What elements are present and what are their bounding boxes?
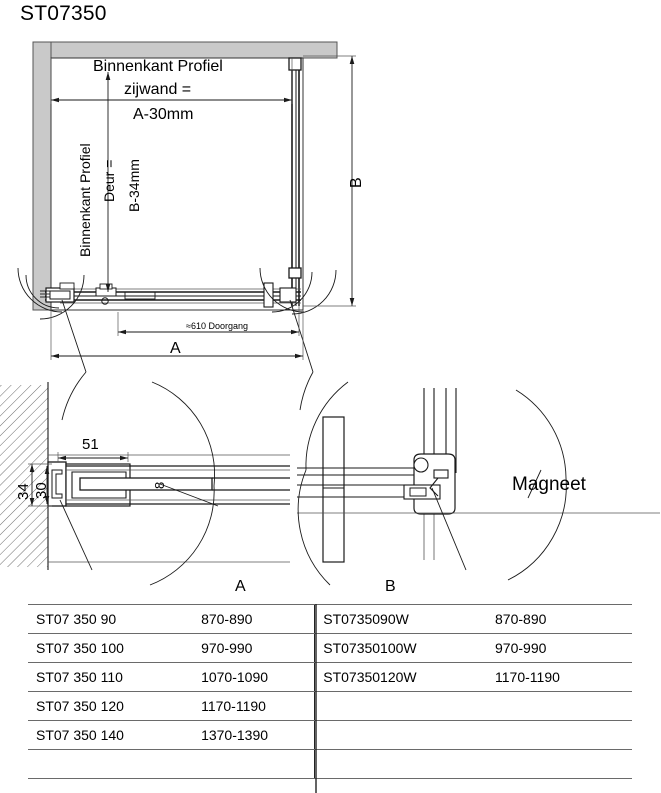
cell-code-w [314, 749, 488, 779]
dimension-51 [57, 452, 129, 462]
table-row: ST07 350 140 1370-1390 [28, 720, 632, 750]
cell-code: ST07 350 110 [28, 662, 194, 692]
spec-table: ST07 350 90 870-890 ST0735090W 870-890 S… [28, 604, 632, 779]
cell-code: ST07 350 120 [28, 691, 194, 721]
dimension-34-30 [28, 463, 52, 507]
dimension-doorgang [117, 303, 300, 336]
hatched-wall-a [0, 382, 49, 570]
table-row: ST07 350 110 1070-1090 ST07350120W 1170-… [28, 662, 632, 692]
label-binnenkant-profiel-zijwand-line1: Binnenkant Profiel [93, 58, 223, 75]
cell-range: 1170-1190 [193, 691, 315, 721]
dimension-a-minus-30 [50, 58, 293, 104]
door-catch-block [263, 282, 297, 308]
wall-hinge-profile [40, 282, 75, 303]
detail-circle-a [61, 371, 216, 586]
cell-code-w: ST07350120W [314, 662, 488, 692]
detail-circle-b [297, 371, 567, 586]
table-row [28, 749, 632, 779]
detail-label-b: B [385, 578, 396, 595]
label-magneet: Magneet [512, 474, 586, 495]
cell-range: 970-990 [193, 633, 315, 663]
enclosure-outline [50, 57, 304, 311]
cell-range: 1370-1390 [193, 720, 315, 750]
cell-range-w [487, 720, 632, 750]
label-dimension-a: A [170, 340, 181, 357]
label-doorgang: ≈610 Doorgang [186, 321, 248, 331]
table-row: ST07 350 100 970-990 ST07350100W 970-990 [28, 633, 632, 663]
dimension-b [303, 55, 356, 307]
label-dim-51: 51 [82, 436, 99, 453]
label-a-minus-30mm: A-30mm [133, 106, 194, 123]
cell-range-w: 870-890 [487, 604, 632, 634]
cell-range: 1070-1090 [193, 662, 315, 692]
detail-b-horizontal-lines [297, 467, 660, 514]
glass-profile-a [48, 454, 290, 563]
cell-range-w [487, 749, 632, 779]
cell-code: ST07 350 90 [28, 604, 194, 634]
table-row: ST07 350 90 870-890 ST0735090W 870-890 [28, 604, 632, 634]
cell-range-w [487, 691, 632, 721]
cell-range: 870-890 [193, 604, 315, 634]
detail-a-leaders [59, 483, 219, 571]
spec-table-body: ST07 350 90 870-890 ST0735090W 870-890 S… [28, 604, 632, 779]
cell-code-w: ST0735090W [314, 604, 488, 634]
cell-range [193, 749, 315, 779]
detail-b-stile [322, 416, 345, 563]
door-swing-arcs [17, 267, 337, 320]
cell-code-w [314, 720, 488, 750]
detail-b-magnet-profile [403, 453, 456, 515]
detail-b-leaders [431, 469, 542, 571]
door-track-horizontal [45, 288, 301, 304]
table-row: ST07 350 120 1170-1190 [28, 691, 632, 721]
label-binnenkant-profiel-zijwand-line2: zijwand = [124, 81, 192, 98]
wall-gray-shape [32, 41, 338, 311]
cell-code: ST07 350 100 [28, 633, 194, 663]
cell-code-w [314, 691, 488, 721]
cell-code [28, 749, 194, 779]
cell-range-w: 1170-1190 [487, 662, 632, 692]
cell-range-w: 970-990 [487, 633, 632, 663]
detail-label-a: A [235, 578, 246, 595]
cell-code-w: ST07350100W [314, 633, 488, 663]
detail-leader-lines [61, 299, 314, 373]
page-title: ST07350 [20, 2, 107, 25]
cell-code: ST07 350 140 [28, 720, 194, 750]
dimension-a [50, 310, 304, 360]
